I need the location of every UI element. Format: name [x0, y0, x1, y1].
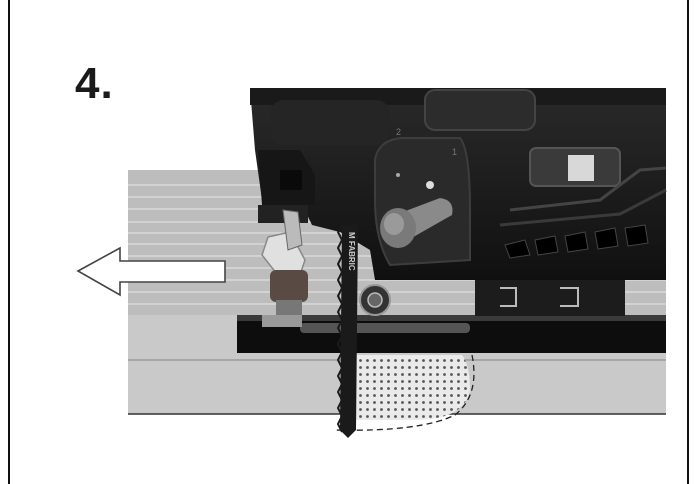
pendulum-lever [380, 198, 453, 248]
step-number: 4. [75, 59, 114, 108]
blade-marking: M FABRIC [347, 232, 356, 271]
base-plate [237, 280, 666, 353]
saw-blade: M FABRIC [336, 224, 358, 438]
manual-page-frame [8, 0, 689, 484]
svg-text:2: 2 [396, 127, 401, 137]
left-arrow-icon [76, 246, 226, 297]
blade-roller [359, 284, 391, 316]
blade-guard [261, 209, 308, 327]
cut-outline [334, 354, 475, 431]
svg-text:1: 1 [452, 147, 457, 157]
